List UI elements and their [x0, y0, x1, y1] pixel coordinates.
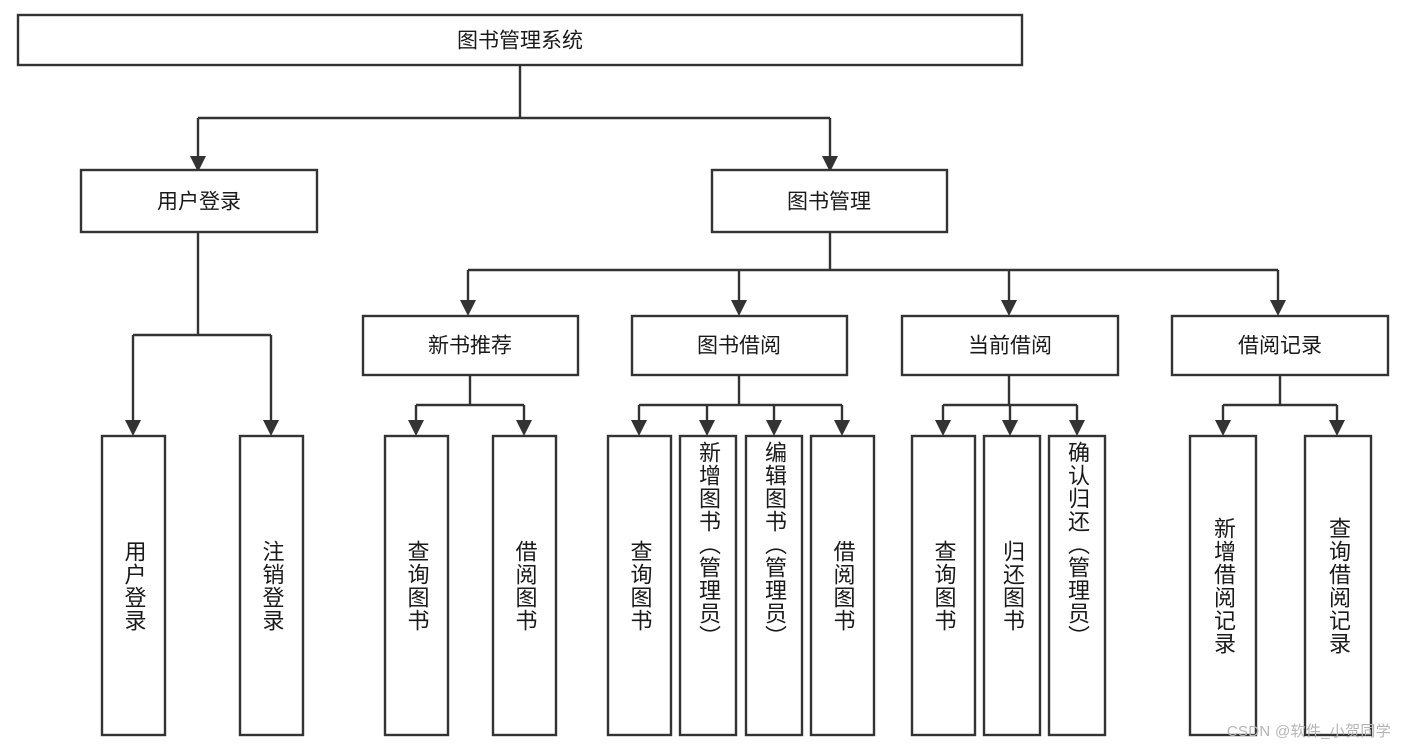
node-borrow-record-label: 借阅记录: [1238, 335, 1322, 358]
csdn-watermark: CSDN @软件_小贺同学: [1226, 723, 1391, 740]
node-book-borrow-label: 图书借阅: [697, 335, 781, 358]
leaf-add-record-box[interactable]: [1188, 434, 1258, 737]
arrow-manage-c1-icon: [460, 300, 476, 316]
leaf-query-book-rec-box[interactable]: [383, 434, 450, 737]
leaf-confirm-return-box[interactable]: [1047, 434, 1107, 737]
arrow-login-c2-icon: [263, 420, 279, 436]
node-root-label: 图书管理系统: [457, 30, 583, 53]
leaf-logout-box[interactable]: [238, 434, 305, 737]
arrow-record-c2-icon: [1329, 420, 1345, 436]
leaf-borrow-book-box[interactable]: [809, 434, 876, 737]
arrow-current-c2-icon: [1002, 420, 1018, 436]
leaf-query-book-borrow-box[interactable]: [606, 434, 673, 737]
arrow-borrow-c3-icon: [766, 420, 782, 436]
arrow-newbook-c2-icon: [516, 420, 532, 436]
arrow-current-c1-icon: [935, 420, 951, 436]
leaf-add-book-box[interactable]: [678, 434, 738, 737]
arrow-root-to-login-icon: [190, 156, 206, 172]
node-borrow-record-box[interactable]: [1170, 314, 1390, 377]
arrow-manage-c2-icon: [731, 300, 747, 316]
node-user-login-box[interactable]: [79, 168, 319, 234]
arrow-borrow-c2-icon: [699, 420, 715, 436]
edges-group: [125, 65, 1345, 436]
arrow-record-c1-icon: [1215, 420, 1231, 436]
leaf-borrow-book-rec-box[interactable]: [491, 434, 558, 737]
arrow-manage-c3-icon: [1001, 300, 1017, 316]
arrow-newbook-c1-icon: [408, 420, 424, 436]
node-book-manage-box[interactable]: [710, 168, 949, 234]
arrow-root-to-manage-icon: [822, 156, 838, 172]
node-new-book-rec-label: 新书推荐: [428, 335, 512, 358]
node-new-book-rec-box[interactable]: [361, 314, 580, 377]
leaf-edit-book-box[interactable]: [744, 434, 804, 737]
node-root-box[interactable]: [16, 13, 1024, 67]
arrow-login-c1-icon: [125, 420, 141, 436]
arrow-manage-c4-icon: [1270, 300, 1286, 316]
arrow-borrow-c1-icon: [631, 420, 647, 436]
arrow-borrow-c4-icon: [834, 420, 850, 436]
leaf-user-login-box[interactable]: [100, 434, 167, 737]
leaf-query-book-current-box[interactable]: [910, 434, 977, 737]
leaf-query-record-box[interactable]: [1303, 434, 1373, 737]
leaf-return-book-box[interactable]: [982, 434, 1042, 737]
node-current-borrow-label: 当前借阅: [968, 335, 1052, 358]
node-book-borrow-box[interactable]: [630, 314, 849, 377]
node-current-borrow-box[interactable]: [900, 314, 1120, 377]
node-book-manage-label: 图书管理: [787, 191, 871, 214]
arrow-current-c3-icon: [1069, 420, 1085, 436]
nodes-group: 图书管理系统 用户登录 图书管理 新书推荐 图书借阅 当前借阅 借阅记录: [16, 13, 1390, 737]
node-user-login-label: 用户登录: [157, 191, 241, 214]
